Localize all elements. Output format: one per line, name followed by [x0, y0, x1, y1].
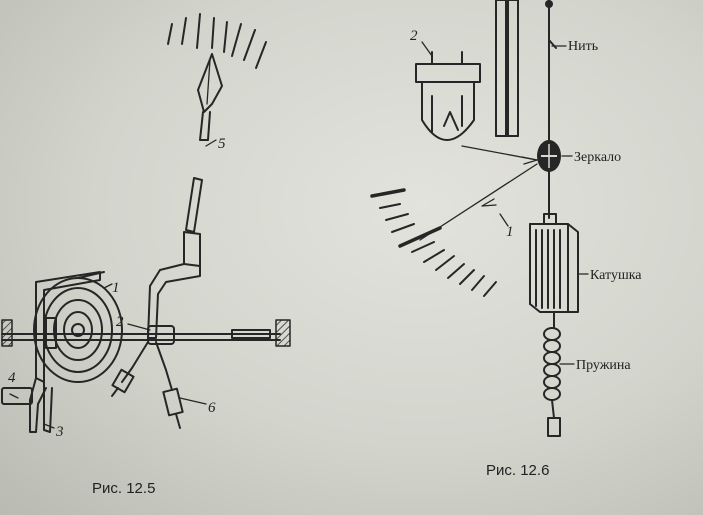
label-thread: Нить: [568, 39, 598, 54]
label-5: 5: [218, 136, 226, 152]
coil: [529, 213, 579, 313]
figure-12-5: 1 2 3 4 5 6: [1, 13, 291, 440]
lead-wires: [111, 341, 184, 429]
thread: [545, 0, 557, 219]
label-2: 2: [116, 314, 124, 330]
scale-ticks-arc: [370, 188, 497, 297]
label-1: 1: [112, 280, 120, 296]
label-6: 6: [208, 400, 216, 416]
vertical-stand: [495, 0, 519, 137]
leader-lines: [9, 139, 217, 429]
frame-bracket: [1, 271, 101, 433]
figure-12-6: 2 1 Нить Зеркало Катушка Пружина: [370, 0, 642, 437]
leader-lines-right: [421, 41, 589, 365]
label-spring: Пружина: [576, 358, 631, 373]
label-1-beam: 1: [506, 224, 514, 240]
label-4: 4: [8, 370, 16, 386]
label-coil: Катушка: [590, 268, 642, 283]
lamp: [415, 51, 481, 141]
label-3: 3: [55, 424, 64, 440]
caption-figure-12-6: Рис. 12.6: [486, 462, 550, 479]
caption-figure-12-5: Рис. 12.5: [92, 480, 156, 497]
pointer-shaft: [147, 177, 203, 339]
scale-ticks-top: [167, 13, 267, 69]
mirror: [537, 140, 561, 172]
light-beams: [419, 145, 538, 241]
spring: [543, 311, 561, 437]
pointer-arrow: [197, 53, 223, 141]
label-2-lamp: 2: [410, 28, 418, 44]
label-mirror: Зеркало: [574, 150, 621, 165]
axle: [1, 319, 291, 347]
